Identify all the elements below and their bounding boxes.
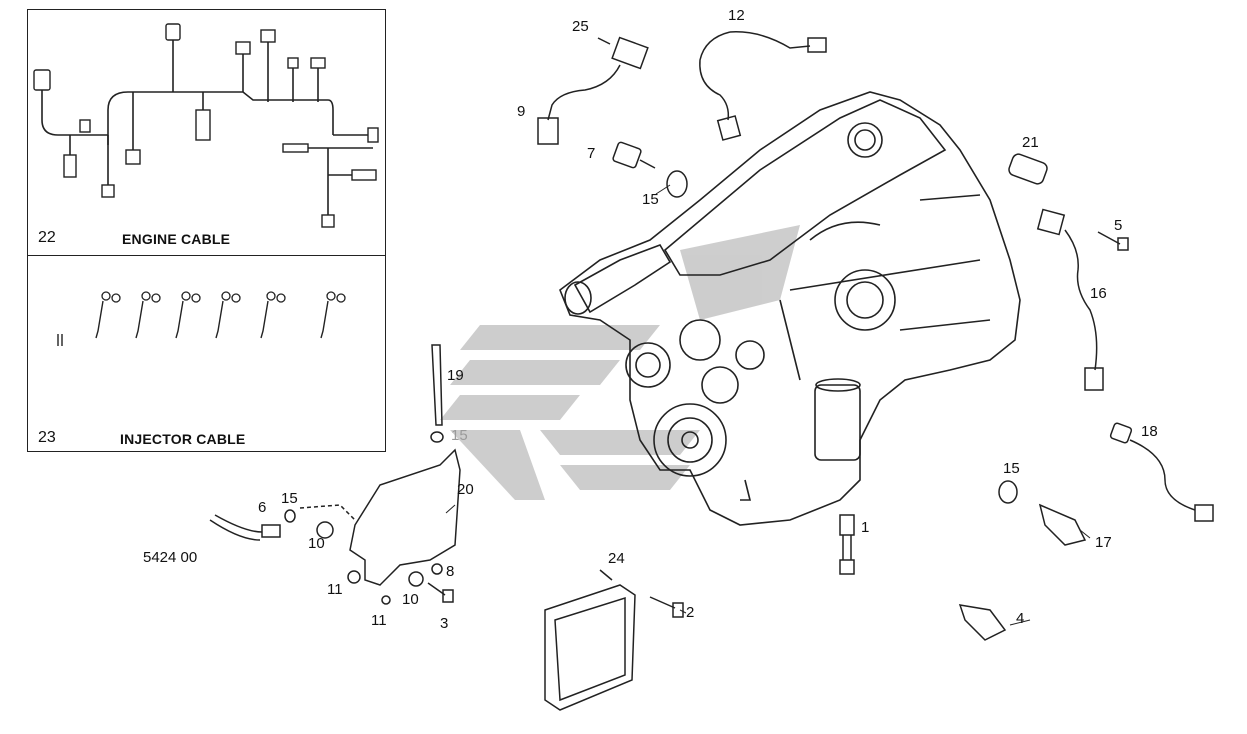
callout-7: 7 — [587, 145, 596, 162]
engine-cable-panel: 22 ENGINE CABLE — [27, 9, 386, 257]
callout-10-bottom: 10 — [402, 591, 419, 608]
callout-15-fitting: 15 — [281, 490, 298, 507]
engine-cable-title: ENGINE CABLE — [122, 231, 231, 247]
callout-8: 8 — [446, 563, 455, 580]
callout-21: 21 — [1022, 134, 1039, 151]
callout-16: 16 — [1090, 285, 1107, 302]
callout-1: 1 — [861, 519, 870, 536]
callout-11-left: 11 — [327, 581, 343, 598]
engine-cable-number: 22 — [38, 229, 56, 246]
callout-24: 24 — [608, 550, 625, 567]
engine-block — [559, 91, 1021, 526]
callout-3: 3 — [440, 615, 449, 632]
callout-19: 19 — [447, 367, 464, 384]
callout-10-left: 10 — [308, 535, 325, 552]
injector-cable-drawing — [57, 291, 346, 346]
callout-9: 9 — [517, 103, 526, 120]
injector-cable-panel: 23 INJECTOR CABLE — [27, 255, 386, 452]
callout-5424-00: 5424 00 — [143, 549, 198, 566]
callout-11-bottom: 11 — [371, 612, 387, 629]
callout-15-right: 15 — [1003, 460, 1020, 477]
callout-20: 20 — [457, 481, 474, 498]
callout-25: 25 — [572, 18, 589, 35]
callout-6: 6 — [258, 499, 267, 516]
callout-5: 5 — [1114, 217, 1123, 234]
callout-4: 4 — [1016, 610, 1025, 627]
callout-12: 12 — [728, 7, 745, 24]
callout-15-dipstick: 15 — [451, 427, 468, 444]
callout-15-top: 15 — [642, 191, 659, 208]
injector-cable-number: 23 — [38, 429, 56, 446]
engine-cable-drawing — [33, 23, 379, 228]
watermark-logo — [440, 225, 800, 500]
callout-2: 2 — [686, 604, 695, 621]
callout-17: 17 — [1095, 534, 1112, 551]
callout-18: 18 — [1141, 423, 1158, 440]
injector-cable-title: INJECTOR CABLE — [120, 431, 246, 447]
